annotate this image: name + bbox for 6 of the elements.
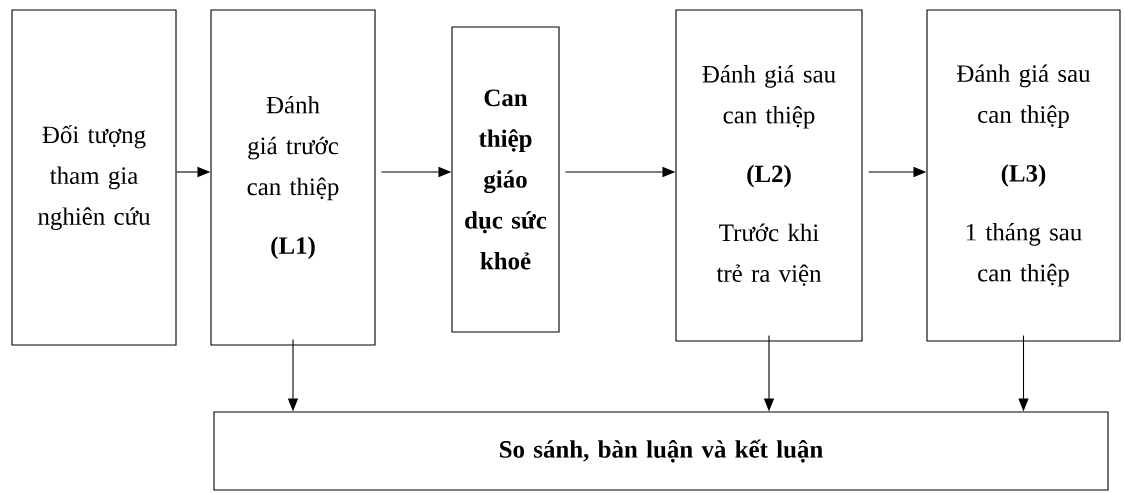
process-box: Can thiệp giáo dục sức khoẻ — [451, 26, 560, 333]
process-box: Đánh giá sau can thiệp (L3) 1 tháng sau can thiệp — [926, 9, 1121, 342]
process-box: Đối tượng tham gia nghiên cứu — [11, 9, 177, 346]
process-box: So sánh, bàn luận và kết luận — [213, 411, 1109, 491]
process-box: Đánh giá sau can thiệp (L2) Trước khi trẻ ra viện — [675, 9, 863, 342]
process-box: Đánh giá trước can thiệp (L1) — [210, 9, 376, 346]
